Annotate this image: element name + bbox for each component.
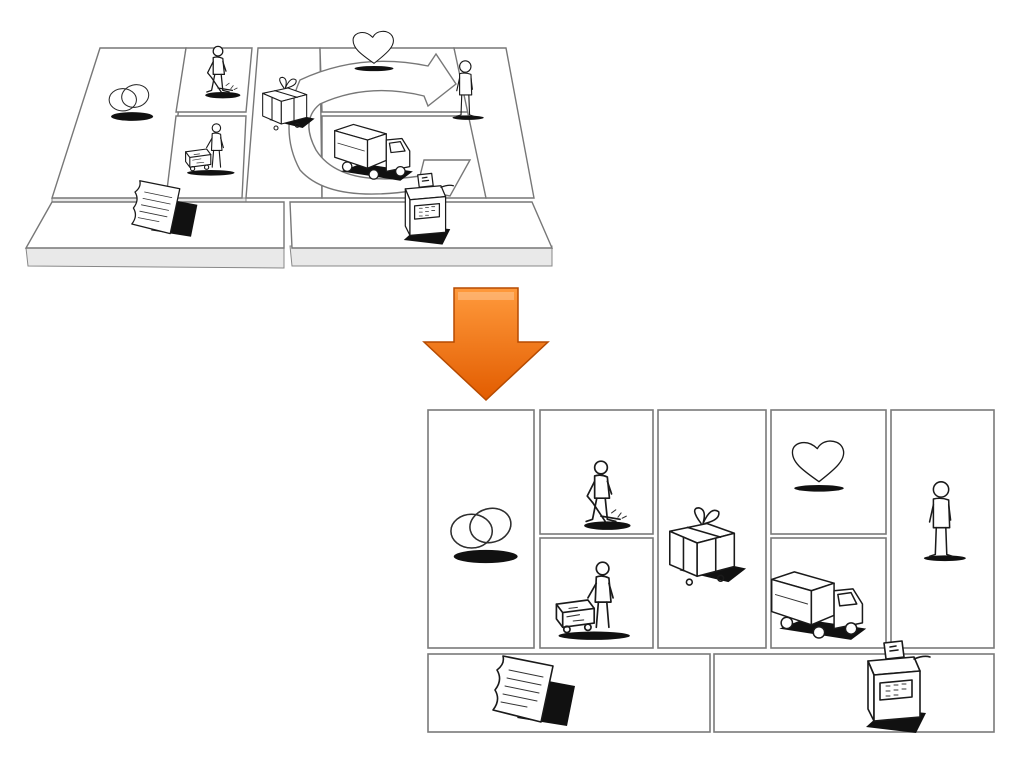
value-loop-arrow: [288, 52, 472, 197]
flat-canvas: [427, 409, 995, 734]
perspective-tile-partners: [51, 47, 187, 199]
perspective-canvas: [24, 30, 554, 269]
canvas-edge-right: [289, 245, 553, 267]
cell-segments: [890, 409, 995, 649]
cell-revenue: [713, 653, 995, 733]
perspective-tile-segments: [453, 47, 535, 199]
down-arrow-icon: [422, 287, 550, 402]
cell-partners: [427, 409, 535, 649]
canvas-edge: [25, 245, 285, 269]
